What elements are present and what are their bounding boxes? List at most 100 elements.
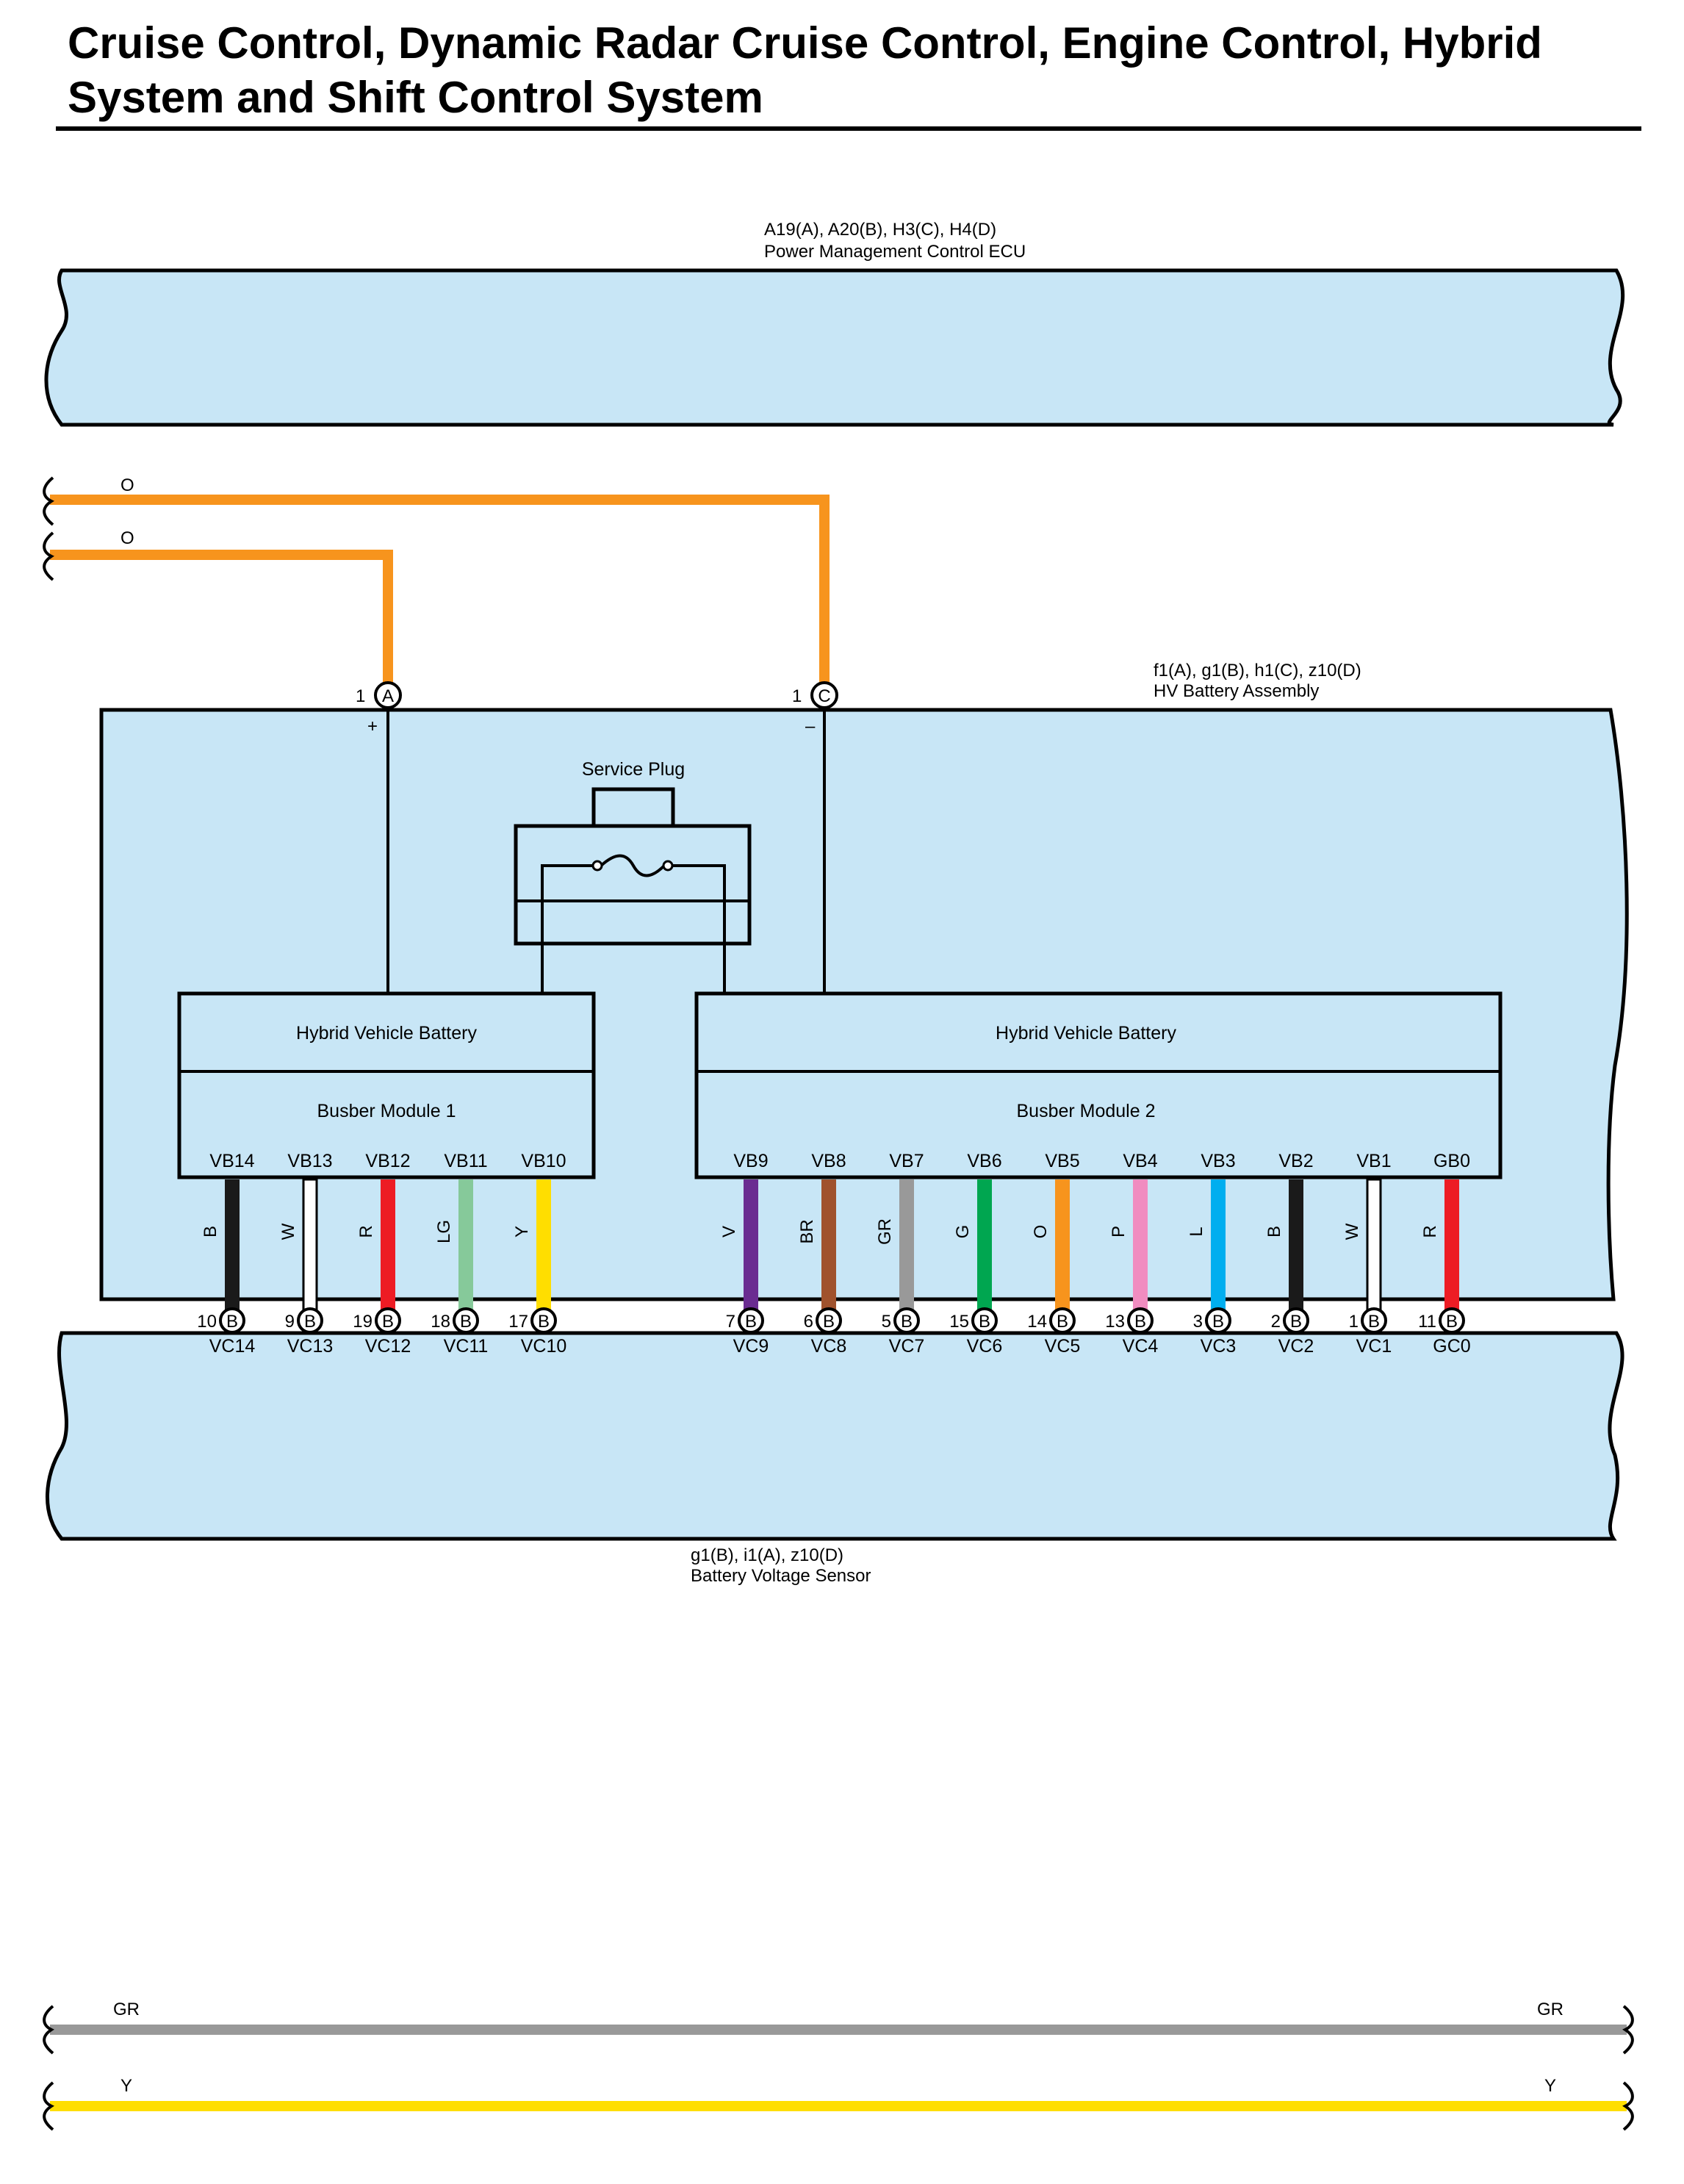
page-title-line1: Cruise Control, Dynamic Radar Cruise Con… — [68, 18, 1542, 68]
module-terminal-label: VB9 — [733, 1151, 768, 1171]
wire-segment — [1289, 1179, 1303, 1310]
wire-color-label: W — [278, 1223, 298, 1240]
wire-segment — [1444, 1179, 1459, 1310]
connector-circle — [453, 1307, 479, 1334]
module-terminal-label: VB7 — [889, 1151, 924, 1171]
wire-segment — [899, 1179, 914, 1310]
sensor-terminal-label: VC12 — [365, 1336, 411, 1357]
connector-letter: B — [382, 1312, 394, 1332]
sensor-terminal-label: VC8 — [811, 1336, 847, 1357]
connector-letter: B — [979, 1312, 990, 1332]
pin-number: 9 — [285, 1312, 295, 1332]
service-plug-lead-right — [669, 864, 726, 994]
connector-circle — [971, 1307, 998, 1334]
neg-terminal-pin: 1 — [792, 686, 802, 706]
title-underline — [56, 126, 1641, 131]
wire-color-label: GR — [875, 1218, 895, 1245]
connector-letter: B — [538, 1312, 550, 1332]
connector-letter: B — [823, 1312, 835, 1332]
incoming-wire-label-1: O — [120, 475, 134, 495]
pin-number: 13 — [1105, 1312, 1125, 1332]
connector-circle — [375, 1307, 401, 1334]
wire-color-label: BR — [797, 1219, 817, 1243]
pin-number: 14 — [1027, 1312, 1047, 1332]
connector-circle — [297, 1307, 323, 1334]
hv-battery-name: HV Battery Assembly — [1154, 681, 1319, 701]
wire-segment — [302, 1178, 318, 1312]
sensor-terminal-label: VC11 — [444, 1336, 489, 1357]
wire-color-label: O — [1031, 1225, 1051, 1239]
page-title: Cruise Control, Dynamic Radar Cruise Con… — [68, 16, 1640, 125]
sensor-terminal-label: VC13 — [287, 1336, 334, 1357]
wire-segment — [536, 1179, 551, 1310]
ecu-connector-code: A19(A), A20(B), H3(C), H4(D) — [764, 220, 996, 240]
pos-terminal-polarity: + — [367, 716, 378, 736]
wire-color-label: G — [953, 1225, 973, 1239]
neg-terminal-polarity: – — [805, 716, 816, 736]
wire-color-label: R — [356, 1225, 376, 1238]
connector-circle — [738, 1307, 764, 1334]
wire-segment — [1366, 1178, 1382, 1312]
bottom-wire-1: GR GR — [43, 2000, 1634, 2055]
sensor-terminal-label: VC6 — [967, 1336, 1003, 1357]
incoming-wires: O O — [43, 475, 830, 691]
module-terminal-label: VB5 — [1045, 1151, 1079, 1171]
wire-segment — [1133, 1179, 1148, 1310]
pin-number: 15 — [949, 1312, 969, 1332]
pin-number: 5 — [882, 1312, 891, 1332]
connector-circle — [1127, 1307, 1154, 1334]
connector-circle — [1049, 1307, 1076, 1334]
wire-color-label: B — [1264, 1226, 1284, 1238]
service-plug-label: Service Plug — [582, 759, 685, 780]
bottom-wire-label-right: GR — [1537, 2000, 1564, 2019]
connector-letter: B — [901, 1312, 913, 1332]
pos-terminal-connector: A — [382, 686, 394, 706]
module-1-box — [177, 991, 596, 1179]
wire-segment — [821, 1179, 836, 1310]
incoming-wire-pos — [50, 550, 393, 691]
module-1-bottom-label: Busber Module 1 — [317, 1101, 456, 1121]
sensor-terminal-label: VC4 — [1123, 1336, 1159, 1357]
module-terminal-label: VB12 — [365, 1151, 410, 1171]
connector-circle — [1205, 1307, 1231, 1334]
service-plug-body — [514, 824, 752, 946]
connector-letter: B — [1290, 1312, 1302, 1332]
pin-number: 10 — [197, 1312, 217, 1332]
wire-color-label: P — [1109, 1226, 1129, 1238]
service-plug-lead-left — [541, 864, 594, 994]
pin-number: 18 — [431, 1312, 450, 1332]
connector-letter: B — [1057, 1312, 1068, 1332]
module-terminal-label: VB14 — [209, 1151, 254, 1171]
module-terminal-label: GB0 — [1433, 1151, 1470, 1171]
connector-letter: B — [1368, 1312, 1380, 1332]
bottom-wire-label-left: GR — [113, 2000, 140, 2019]
connector-letter: B — [745, 1312, 757, 1332]
sensor-terminal-label: VC3 — [1201, 1336, 1237, 1357]
connector-circle — [1283, 1307, 1309, 1334]
connector-circle — [816, 1307, 842, 1334]
connector-circle — [219, 1307, 245, 1334]
connector-letter: B — [1212, 1312, 1224, 1332]
wire-segment — [1211, 1179, 1226, 1310]
connector-letter: B — [1134, 1312, 1146, 1332]
module-2-box — [694, 991, 1503, 1179]
sensor-terminal-label: GC0 — [1433, 1336, 1470, 1357]
wire-color-label: B — [201, 1226, 220, 1238]
module-terminal-label: VB10 — [521, 1151, 566, 1171]
connector-letter: B — [1446, 1312, 1458, 1332]
bottom-wire-label-right: Y — [1544, 2076, 1556, 2096]
module-terminal-label: VB11 — [444, 1151, 487, 1171]
pos-terminal-pin: 1 — [356, 686, 365, 706]
